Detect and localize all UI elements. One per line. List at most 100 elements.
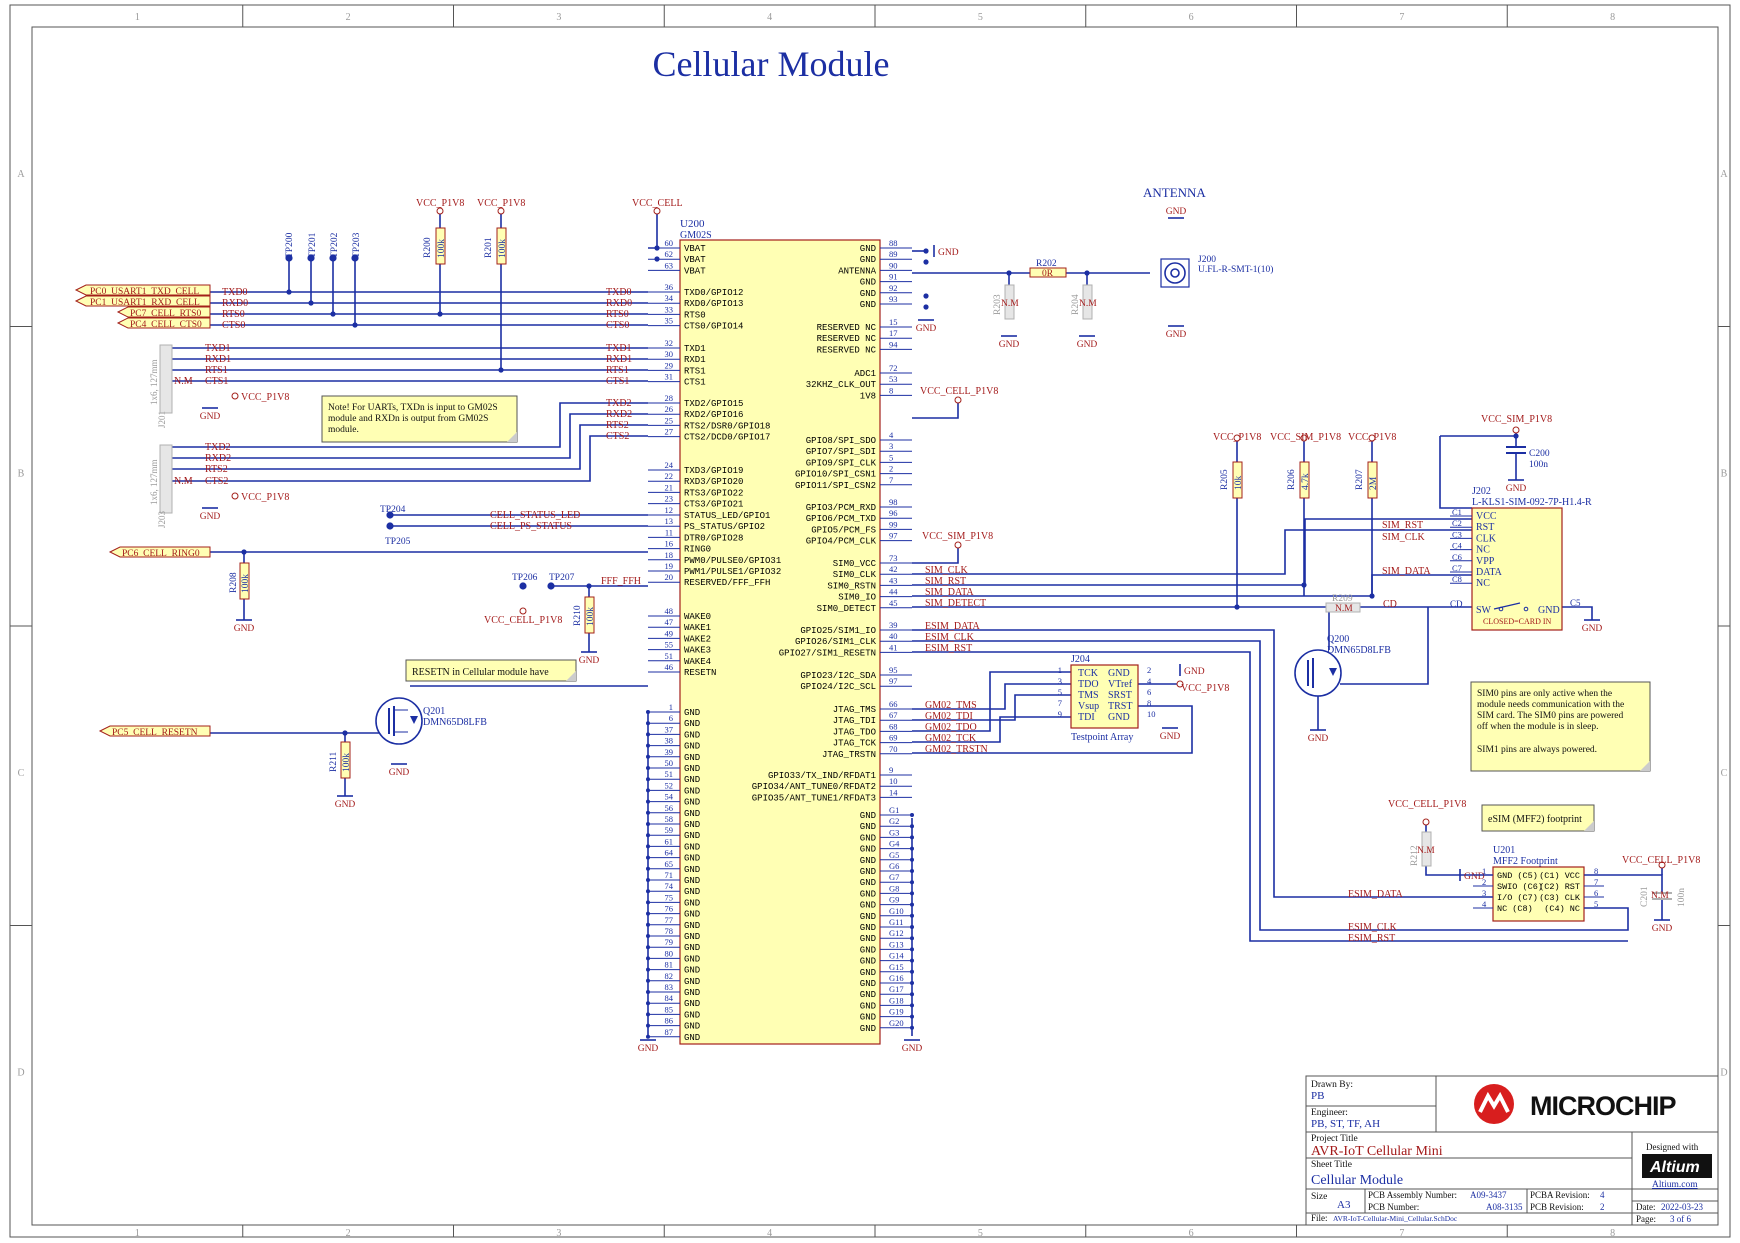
net-rxd0: RXD0: [222, 298, 248, 309]
port-pc6[interactable]: PC6_CELL_RING0: [108, 546, 211, 559]
r206-ref: R206: [1287, 469, 1297, 490]
gnd-label: GND: [1308, 734, 1329, 744]
frame-row-label: C: [1721, 768, 1728, 779]
r202-ref: R202: [1036, 259, 1057, 269]
net-sim-data: SIM_DATA: [925, 587, 974, 598]
net-sim-rst: SIM_RST: [925, 576, 966, 587]
tp200-label: TP200: [285, 232, 295, 258]
net-gm-trstn: GM02_TRSTN: [925, 744, 988, 755]
tp203-label: TP203: [352, 232, 362, 258]
q201-transistor[interactable]: Q201 DMN65D8LFB: [375, 697, 487, 745]
u201-pin-right: (C2) RST: [1539, 882, 1580, 892]
u200-pin-name: WAKE3: [684, 646, 711, 656]
net-rxd2-r: RXD2: [606, 409, 632, 420]
u200-pin-name: GND: [860, 1013, 876, 1023]
net-txd1-r: TXD1: [606, 343, 632, 354]
port-pc5[interactable]: PC5_CELL_RESETN: [98, 725, 211, 738]
tp207-label: TP207: [549, 573, 575, 583]
r212[interactable]: R212 N.M: [1410, 831, 1435, 867]
u200-pin-num: G12: [889, 928, 904, 938]
tb-altium-url[interactable]: Altium.com: [1652, 1180, 1698, 1190]
frame-row-label: B: [1721, 468, 1728, 479]
u201-pin-right: (C1) VCC: [1539, 871, 1580, 881]
port-pc1[interactable]: PC1_USART1_RXD_CELL: [74, 295, 211, 308]
u200-module[interactable]: U200 GM02S 60VBAT62VBAT63VBAT36TXD0/GPIO…: [648, 218, 912, 1045]
tb-file-label: File:: [1311, 1213, 1328, 1223]
j202-c5: C5: [1570, 598, 1581, 608]
u200-pin-name: GND: [684, 932, 700, 942]
r206[interactable]: R206 4.7k: [1287, 461, 1311, 499]
q200-transistor[interactable]: Q200 DMN65D8LFB: [1294, 634, 1391, 697]
frame-col-label: 2: [346, 12, 351, 23]
r203[interactable]: R203 N.M: [993, 284, 1019, 320]
u200-pin-name: GND: [684, 708, 700, 718]
net-txd0-r: TXD0: [606, 287, 632, 298]
u200-pin-name: ANTENNA: [838, 266, 876, 276]
u200-pin-name: GND: [684, 943, 700, 953]
r209-val: N.M: [1335, 604, 1353, 614]
r201[interactable]: R201 100k: [484, 227, 508, 265]
u200-pin-name: GPIO8/SPI_SDO: [806, 436, 876, 446]
net-txd1: TXD1: [205, 343, 231, 354]
port-pc0[interactable]: PC0_USART1_TXD_CELL: [74, 284, 211, 297]
frame-col-label: 4: [767, 1228, 772, 1239]
gnd-label: GND: [200, 512, 221, 522]
r210[interactable]: R210 100k: [573, 596, 596, 634]
u201-pin-num: 5: [1594, 899, 1598, 909]
note-esim-text: eSIM (MFF2) footprint: [1488, 814, 1582, 825]
u200-pin-name: VBAT: [684, 255, 706, 265]
j202-gnd: GND: [1538, 605, 1560, 616]
u200-pin-name: TXD3/GPIO19: [684, 466, 743, 476]
frame-row-label: D: [1720, 1067, 1727, 1078]
u200-pin-num: 13: [665, 516, 674, 526]
j204-pin-num: 4: [1147, 676, 1152, 686]
j202-pin-num: C2: [1452, 518, 1462, 528]
net-cts2: CTS2: [205, 476, 228, 487]
u200-pin-name: PWM1/PULSE1/GPIO32: [684, 567, 781, 577]
gnd-label: GND: [1582, 624, 1603, 634]
u200-pin-name: VBAT: [684, 244, 706, 254]
u200-pin-num: 25: [665, 415, 674, 425]
r202-val: 0R: [1042, 269, 1054, 279]
port-pc4[interactable]: PC4_CELL_CTS0: [116, 317, 211, 330]
r200[interactable]: R200 100k: [423, 227, 447, 265]
u200-pin-num: 35: [665, 316, 674, 326]
net-esim-data: ESIM_DATA: [925, 621, 981, 632]
j200-antenna-connector[interactable]: ANTENNA J200 U.FL-R-SMT-1(10): [1143, 185, 1273, 288]
u200-pin-name: ADC1: [854, 369, 876, 379]
c200[interactable]: C200 100n: [1506, 446, 1550, 470]
pwr-vp1v8-a: VCC_P1V8: [416, 198, 464, 209]
r202[interactable]: R202 0R: [1029, 259, 1067, 279]
j203-header[interactable]: J203 1x6, 127mm N.M: [149, 444, 193, 528]
u200-pin-num: 56: [665, 803, 674, 813]
r211[interactable]: R211 100k: [329, 741, 352, 779]
u200-pin-num: G10: [889, 906, 904, 916]
port-pc7[interactable]: PC7_CELL_RTS0: [116, 306, 211, 319]
r201-ref: R201: [484, 237, 494, 258]
c201-nm: N.M: [1651, 891, 1669, 901]
frame-row-label: D: [17, 1067, 24, 1078]
j201-header[interactable]: J201 1x6, 127mm N.M: [149, 344, 193, 428]
r208[interactable]: R208 100k: [229, 562, 251, 600]
u200-pin-num: 96: [889, 508, 898, 518]
tb-size-label: Size: [1311, 1192, 1327, 1202]
u200-pin-name: GND: [684, 898, 700, 908]
pwr-vcellp1v8-r212: VCC_CELL_P1V8: [1388, 799, 1466, 810]
tb-altium: Altium: [1649, 1159, 1700, 1176]
u200-pin-name: JTAG_TDO: [833, 727, 876, 737]
j204-pin-left: TCK: [1078, 668, 1099, 679]
u200-pin-name: GND: [684, 954, 700, 964]
c201[interactable]: C201 100n N.M: [1640, 886, 1687, 907]
u200-pin-name: JTAG_TRSTN: [822, 750, 876, 760]
r205[interactable]: R205 10k: [1220, 461, 1244, 499]
r204[interactable]: R204 N.M: [1071, 284, 1097, 320]
u200-pin-name: GND: [860, 867, 876, 877]
r209[interactable]: R209 N.M: [1325, 594, 1361, 614]
u200-pin-num: 61: [665, 836, 674, 846]
net-sim-clk: SIM_CLK: [925, 565, 969, 576]
r207[interactable]: R207 2M: [1355, 461, 1379, 499]
